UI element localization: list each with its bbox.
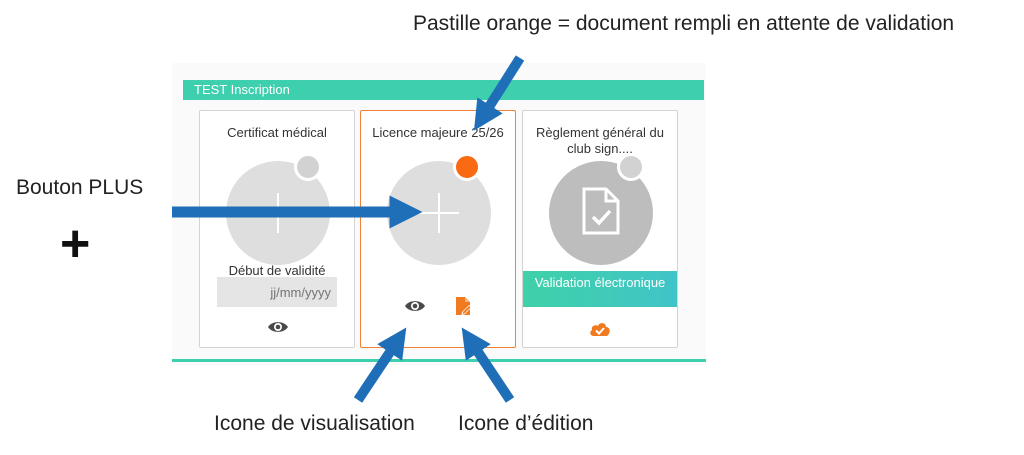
- card-title: Certificat médical: [227, 125, 327, 140]
- electronic-validation-button[interactable]: Validation électronique: [523, 271, 677, 307]
- panel-header: TEST Inscription: [183, 80, 704, 100]
- validity-start-label: Début de validité: [228, 263, 326, 278]
- cloud-check-icon[interactable]: [589, 321, 611, 342]
- validity-start-date-input[interactable]: [217, 277, 337, 307]
- orange-badge-annotation: Pastille orange = document rempli en att…: [413, 12, 955, 35]
- panel-bottom-bar: [172, 359, 706, 362]
- card-licence-majeure: Licence majeure 25/26: [360, 110, 516, 348]
- orange-status-badge: [453, 153, 481, 181]
- plus-icon-stroke: [438, 193, 440, 233]
- plus-icon-stroke: [277, 193, 279, 233]
- edit-icon-annotation: Icone d’édition: [458, 412, 594, 435]
- status-badge: [617, 153, 645, 181]
- edit-document-icon[interactable]: [455, 296, 473, 321]
- card-certificat-medical: Certificat médical Début de validité: [199, 110, 355, 348]
- plus-button-annotation: Bouton PLUS: [16, 176, 144, 199]
- eye-icon[interactable]: [404, 299, 426, 318]
- view-icon-annotation: Icone de visualisation: [214, 412, 415, 435]
- card-title: Licence majeure 25/26: [372, 125, 504, 140]
- signed-document-icon: [582, 187, 620, 240]
- eye-icon[interactable]: [267, 320, 289, 339]
- plus-symbol-annotation: +: [60, 215, 91, 273]
- card-title: Règlement général du club sign....: [536, 125, 664, 156]
- card-reglement-general: Règlement général du club sign.... Valid…: [522, 110, 678, 348]
- status-badge: [294, 153, 322, 181]
